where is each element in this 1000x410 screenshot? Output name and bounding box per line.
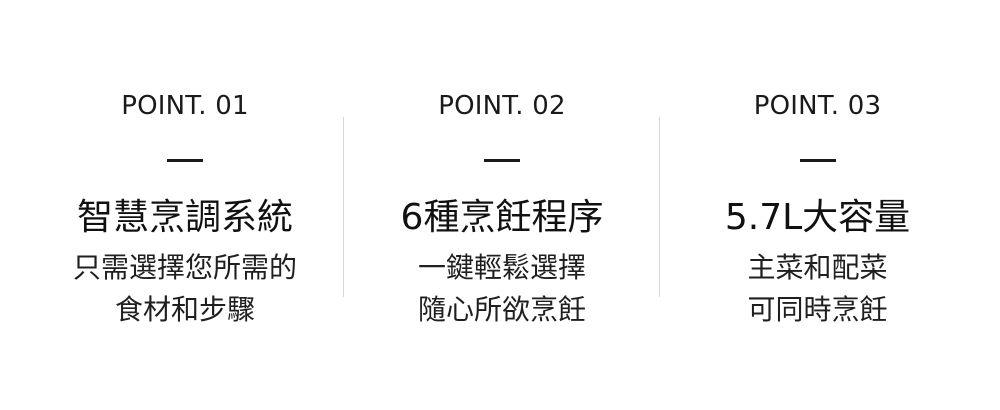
dash-divider [484, 159, 520, 162]
feature-title: 智慧烹調系統 [76, 197, 293, 238]
feature-title: 5.7L大容量 [724, 197, 911, 238]
feature-description-line: 只需選擇您所需的 [72, 251, 297, 284]
feature-description-line: 可同時烹飪 [747, 293, 888, 326]
dash-divider [167, 159, 203, 162]
feature-description-line: 一鍵輕鬆選擇 [417, 251, 586, 284]
feature-point-3: POINT. 03 5.7L大容量 主菜和配菜 可同時烹飪 [660, 0, 975, 410]
point-label: POINT. 02 [438, 91, 566, 121]
feature-point-1: POINT. 01 智慧烹調系統 只需選擇您所需的 食材和步驟 [25, 0, 345, 410]
column-divider [343, 117, 344, 297]
point-label: POINT. 03 [753, 91, 882, 121]
feature-description-line: 食材和步驟 [114, 293, 255, 326]
point-label: POINT. 01 [121, 91, 249, 121]
feature-description-line: 隨心所欲烹飪 [417, 293, 586, 326]
column-divider [659, 117, 660, 297]
feature-point-2: POINT. 02 6種烹飪程序 一鍵輕鬆選擇 隨心所欲烹飪 [343, 0, 661, 410]
feature-title: 6種烹飪程序 [400, 197, 604, 238]
dash-divider [799, 159, 836, 162]
feature-description-line: 主菜和配菜 [747, 251, 888, 284]
